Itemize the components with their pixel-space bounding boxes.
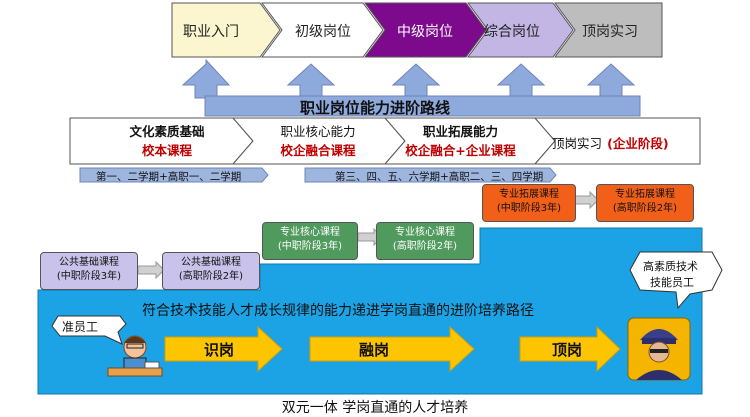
end-worker-label-1: 高素质技术: [643, 260, 698, 273]
career-step-4-shape: [467, 2, 574, 58]
career-step-3-label: 中级岗位: [397, 24, 453, 40]
term-bar-right: [304, 167, 557, 183]
stage-3-subtitle: 校企融合+企业课程: [405, 143, 516, 158]
skilled-worker-icon: [627, 317, 691, 381]
course-core-sec: 专业核心课程 (中职阶段3年): [262, 222, 358, 260]
figure-caption: 双元一体 学岗直通的人才培养: [281, 400, 469, 416]
course-ext-high-name: 专业拓展课程: [615, 189, 675, 200]
term-bar-left: [79, 167, 269, 183]
career-step-2-label: 初级岗位: [295, 24, 351, 40]
path-banner: 符合技术技能人才成长规律的能力递进学岗直通的进阶培养路径: [142, 303, 534, 319]
career-step-4-label: 综合岗位: [484, 24, 540, 40]
end-speech-bubble: [629, 251, 723, 310]
course-public-basic-sec-name: 公共基础课程: [59, 257, 119, 268]
stage-4-title: 顶岗实习: [552, 136, 603, 151]
course-public-basic-high-stage: (高职阶段2年): [178, 271, 244, 282]
course-core-sec-stage: (中职阶段3年): [277, 241, 343, 252]
course-core-high-name: 专业核心课程: [395, 227, 455, 238]
arrow-1-label: 识岗: [204, 341, 235, 359]
stage-2-text: 职业核心能力 校企融合课程: [258, 121, 378, 159]
course-ext-sec-stage: (中职阶段3年): [496, 203, 562, 214]
career-path-chevrons: [171, 2, 663, 117]
career-step-3-shape: [364, 2, 487, 58]
start-worker-label: 准员工: [62, 320, 99, 334]
course-public-basic-high: 公共基础课程 (高职阶段2年): [162, 252, 260, 290]
course-public-basic-high-name: 公共基础课程: [181, 257, 241, 268]
stage-3-text: 职业拓展能力 校企融合+企业课程: [388, 121, 533, 159]
career-step-1-label: 职业入门: [183, 24, 239, 40]
arrow-2-shape: [309, 325, 475, 373]
student-worker-icon: [107, 335, 163, 377]
stage-4-shape: [533, 117, 701, 165]
career-step-5-label: 顶岗实习: [582, 24, 638, 40]
stage-chevrons: [69, 117, 701, 183]
stage-1-text: 文化素质基础 校本课程: [108, 121, 226, 159]
career-step-5-shape: [554, 2, 663, 58]
career-step-2-shape: [261, 2, 384, 58]
stage-4-text: 顶岗实习 (企业阶段): [552, 133, 669, 152]
course-public-basic-sec-stage: (中职阶段3年): [56, 271, 122, 282]
term-right-label: 第三、四、五、六学期+高职二、三、四学期: [335, 171, 544, 183]
course-ext-high-stage: (高职阶段2年): [612, 203, 678, 214]
arrow-1-shape: [164, 325, 283, 373]
arrow-3-label: 顶岗: [552, 341, 583, 359]
stage-2-title: 职业核心能力: [280, 124, 356, 139]
path-title: 职业岗位能力进阶路线: [300, 99, 451, 117]
course-ext-sec: 专业拓展课程 (中职阶段3年): [482, 184, 576, 222]
course-ext-high: 专业拓展课程 (高职阶段2年): [596, 184, 694, 222]
course-ext-sec-name: 专业拓展课程: [499, 189, 559, 200]
stage-2-subtitle: 校企融合课程: [280, 143, 356, 158]
course-core-high-stage: (高职阶段2年): [392, 241, 458, 252]
path-title-bar: [204, 95, 641, 117]
career-step-1-shape: [171, 2, 281, 58]
stage-3-title: 职业拓展能力: [422, 124, 498, 139]
stage-1-subtitle: 校本课程: [141, 143, 192, 158]
term-left-label: 第一、二学期+高职一、二学期: [96, 171, 242, 183]
course-public-basic-sec: 公共基础课程 (中职阶段3年): [40, 252, 138, 290]
course-core-high: 专业核心课程 (高职阶段2年): [376, 222, 474, 260]
start-speech-bubble: [51, 315, 127, 345]
arrow-3-shape: [519, 325, 621, 373]
course-core-sec-name: 专业核心课程: [280, 227, 340, 238]
stage-4-subtitle: (企业阶段): [607, 136, 669, 151]
stage-1-title: 文化素质基础: [129, 124, 205, 139]
end-worker-label-2: 技能员工: [650, 276, 694, 289]
arrow-2-label: 融岗: [359, 341, 390, 359]
